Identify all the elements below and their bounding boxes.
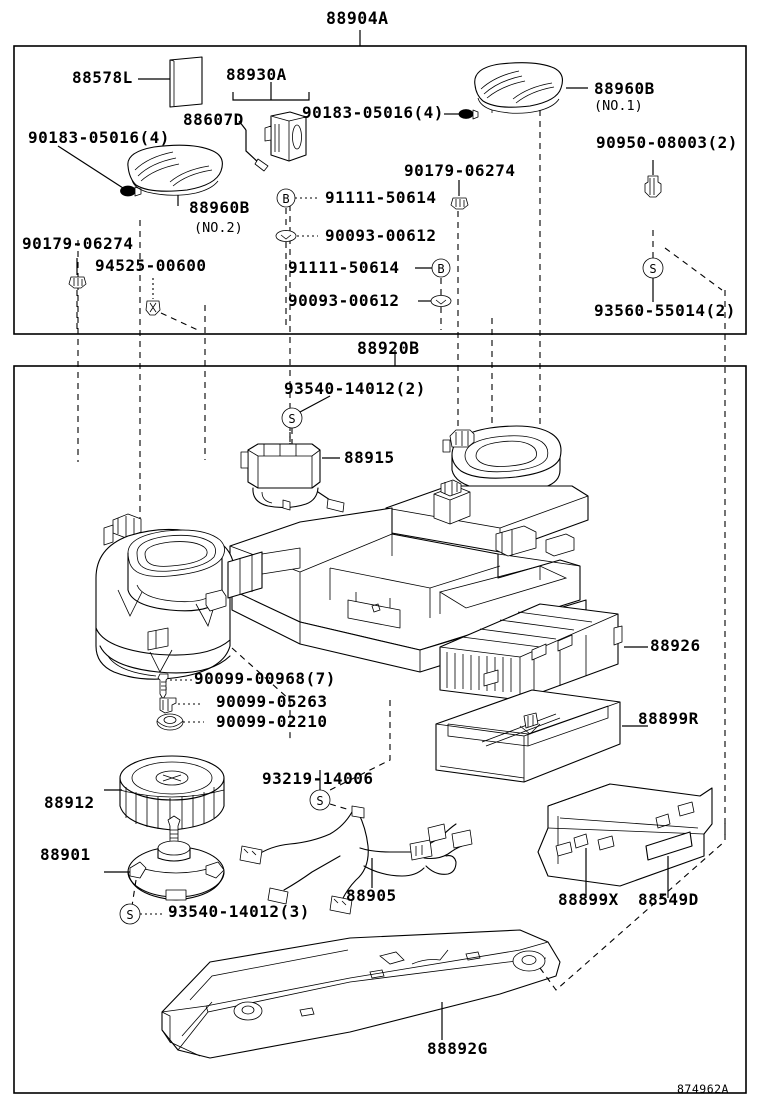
part-label-90093-00612-lower: 90093-00612: [288, 291, 400, 310]
part-label-90950-08003-2: 90950-08003(2): [596, 133, 738, 152]
part-label-91111-50614-upper: 91111-50614: [325, 188, 437, 207]
part-label-93540-14012-2: 93540-14012(2): [284, 379, 426, 398]
upper-panel-title: 88904A: [326, 9, 389, 28]
part-88960b-no2-graphic: [127, 144, 223, 206]
blower-case-assembly-graphic: [95, 425, 589, 791]
clip-90179-06274-left: [68, 258, 87, 334]
screw-90099-00968: [157, 673, 192, 700]
assembly-dash-connectors: [77, 110, 726, 840]
part-label-90179-06274-center: 90179-06274: [404, 161, 516, 180]
part-label-90179-06274-left: 90179-06274: [22, 234, 134, 253]
screw-93560-55014: S: [642, 230, 723, 302]
part-label-88578l: 88578L: [72, 68, 133, 87]
bolt-91111-50614-lower: B: [415, 258, 451, 296]
part-88912-graphic: [104, 755, 225, 831]
part-label-90183-05016-4-right: 90183-05016(4): [302, 103, 444, 122]
bracket-88930a: [232, 82, 310, 101]
washer-90093-00612-upper: [275, 230, 318, 330]
part-label-90093-00612-upper: 90093-00612: [325, 226, 437, 245]
part-88960b-no1-graphic: [474, 62, 588, 114]
part-88905-graphic: [239, 805, 473, 915]
part-sublabel-no2: (NO.2): [194, 220, 243, 236]
svg-text:S: S: [126, 908, 133, 922]
part-88578l-graphic: [138, 56, 203, 108]
part-88899r-graphic: [435, 689, 648, 783]
svg-text:S: S: [316, 794, 323, 808]
part-label-93219-14006: 93219-14006: [262, 769, 374, 788]
part-label-88892g: 88892G: [427, 1039, 488, 1058]
washer-90099-02210: [156, 713, 204, 731]
part-label-88905: 88905: [346, 886, 397, 905]
svg-text:S: S: [288, 412, 295, 426]
part-label-88960b-no2: 88960B: [189, 198, 250, 217]
grommet-90099-05263: [159, 697, 200, 714]
part-label-93560-55014-2: 93560-55014(2): [594, 301, 736, 320]
clip-90950-08003: [644, 160, 662, 198]
part-label-88901: 88901: [40, 845, 91, 864]
part-label-90099-02210: 90099-02210: [216, 712, 328, 731]
part-label-88899x: 88899X: [558, 890, 619, 909]
clip-90179-06274-center: [450, 180, 469, 210]
clip-94525-00600: [145, 278, 201, 332]
svg-text:B: B: [437, 262, 444, 276]
part-label-88912: 88912: [44, 793, 95, 812]
part-label-90183-05016-4-left: 90183-05016(4): [28, 128, 170, 147]
part-label-88607d: 88607D: [183, 110, 244, 129]
svg-text:S: S: [649, 262, 656, 276]
part-label-88930a: 88930A: [226, 65, 287, 84]
part-label-93540-14012-3: 93540-14012(3): [168, 902, 310, 921]
part-label-91111-50614-lower: 91111-50614: [288, 258, 400, 277]
part-88892g-graphic: [161, 841, 725, 1059]
part-88607d-graphic: [238, 111, 307, 172]
part-label-94525-00600: 94525-00600: [95, 256, 207, 275]
screw-93540-14012-3: S: [119, 903, 162, 925]
grommet-90183-05016-right: [444, 109, 479, 120]
part-label-90099-00968-7: 90099-00968(7): [194, 669, 336, 688]
part-label-88549d: 88549D: [638, 890, 699, 909]
screw-93219-14006: S: [309, 770, 351, 811]
part-88899x-graphic: [537, 783, 713, 898]
bolt-91111-50614-upper: B: [276, 188, 318, 232]
part-label-88899r: 88899R: [638, 709, 699, 728]
upper-panel-frame: [13, 30, 747, 335]
part-88915-graphic: [240, 443, 345, 513]
part-label-90099-05263: 90099-05263: [216, 692, 328, 711]
lower-panel-frame: [13, 350, 747, 1094]
part-label-88915: 88915: [344, 448, 395, 467]
lower-panel-title: 88920B: [357, 339, 420, 358]
part-88901-graphic: [104, 815, 225, 907]
diagram-id-code: 874962A: [677, 1082, 729, 1096]
part-label-88960b-no1: 88960B: [594, 79, 655, 98]
svg-text:B: B: [282, 192, 289, 206]
part-88926-graphic: [439, 603, 648, 701]
part-sublabel-no1: (NO.1): [594, 98, 643, 114]
washer-90093-00612-lower: [418, 295, 452, 330]
part-label-88926: 88926: [650, 636, 701, 655]
